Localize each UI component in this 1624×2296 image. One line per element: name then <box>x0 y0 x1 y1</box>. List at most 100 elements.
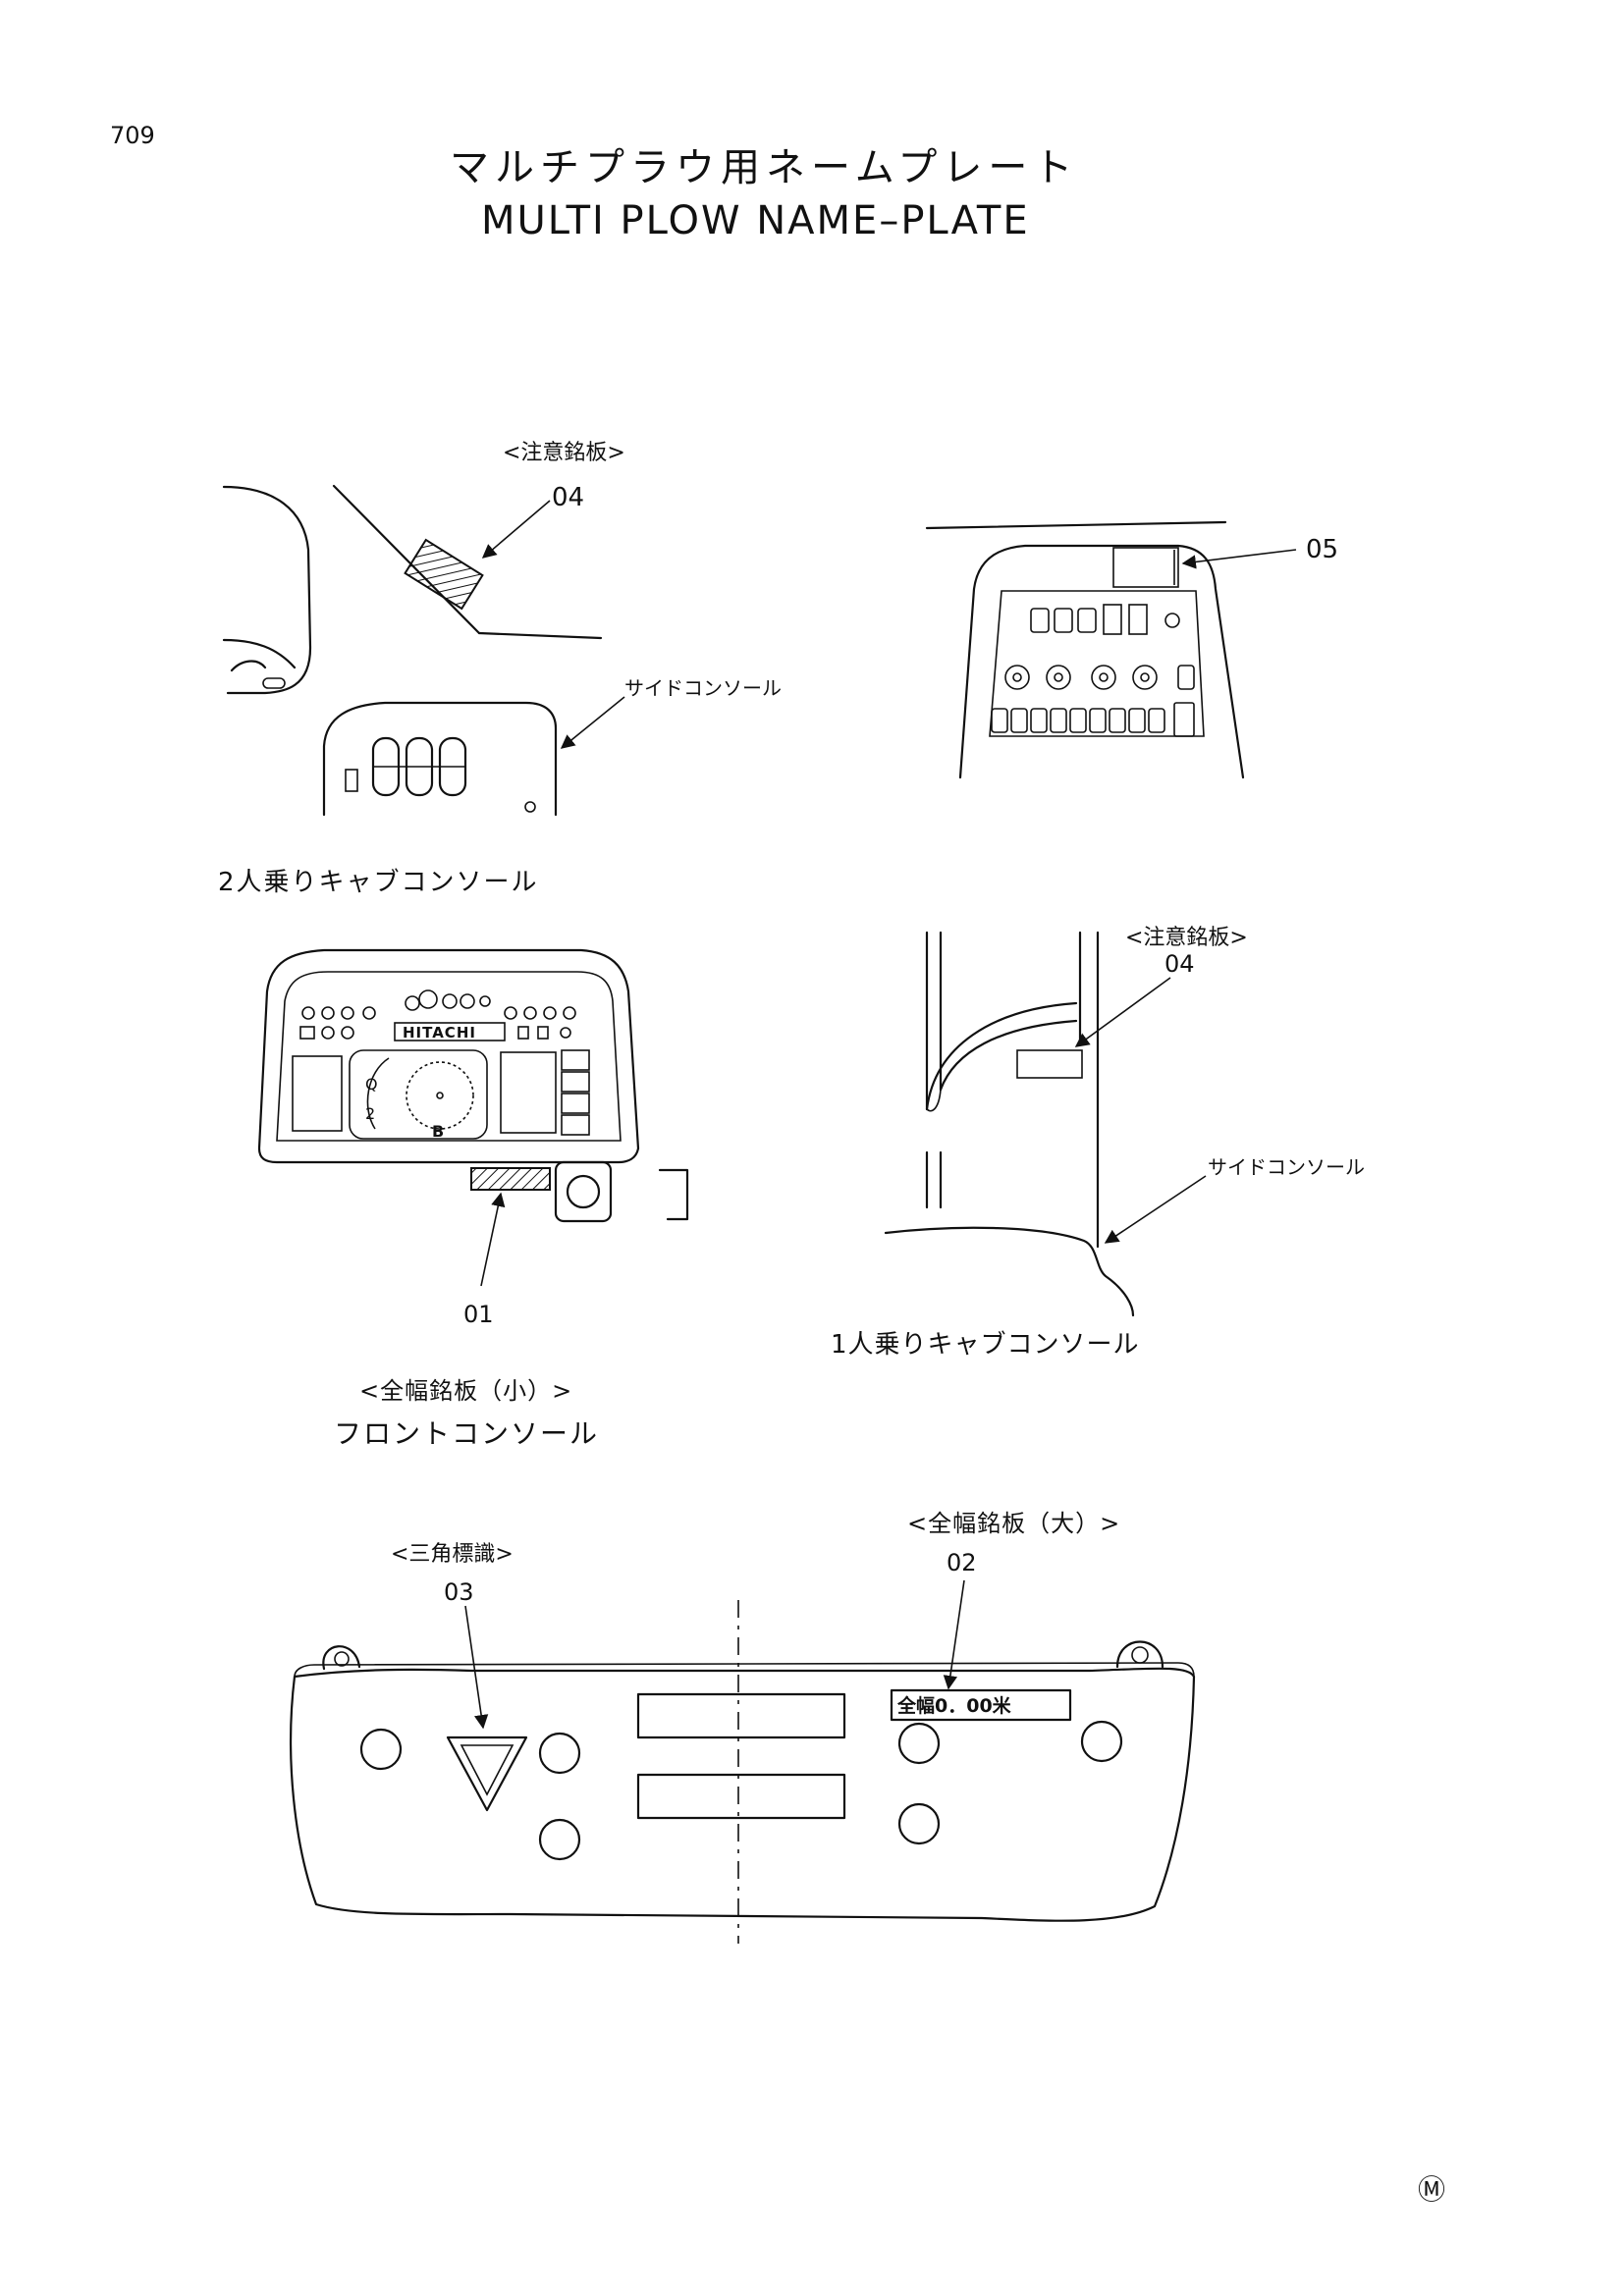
leader-04-single <box>1074 977 1171 1047</box>
knob-4 <box>1132 665 1158 690</box>
console-button-box <box>554 1160 613 1223</box>
lamp-3 <box>538 1818 581 1861</box>
console-small-switch <box>345 769 358 792</box>
gauge-housing <box>349 1049 488 1140</box>
armrest-curve-inner <box>939 1019 1078 1092</box>
switch-r1-1 <box>1030 608 1050 633</box>
caution-plate-label-single: <注意銘板> <box>1125 926 1248 950</box>
side-console-05-view: 05 <box>925 520 1338 779</box>
cab-frame-line <box>925 520 1227 530</box>
slot-lower <box>636 1773 846 1820</box>
switch-r2-10 <box>1173 702 1195 737</box>
callout-05: 05 <box>1306 535 1338 564</box>
knob-4-center <box>1140 672 1150 682</box>
front-console-inner <box>276 971 622 1142</box>
lifting-eye-left-hole <box>334 1651 350 1667</box>
width-plate-small-01 <box>470 1167 551 1191</box>
front-console-view: HITACHI Q 2 B 01 <全幅銘板（小）> フロントコンソール <box>257 948 689 1450</box>
title-english: MULTI PLOW NAME–PLATE <box>481 198 1030 243</box>
side-console-outline-single <box>884 1226 1135 1317</box>
console-bracket <box>658 1168 689 1221</box>
knob-1 <box>1004 665 1030 690</box>
switch-r2-4 <box>1050 708 1067 733</box>
tachometer-dial <box>406 1061 474 1130</box>
panel-frame-05 <box>989 590 1205 737</box>
right-display <box>500 1051 557 1134</box>
switch-r2-3 <box>1030 708 1048 733</box>
side-console-label-single: サイドコンソール <box>1208 1155 1365 1179</box>
switch-r1-4 <box>1103 604 1122 635</box>
switch-r1-6 <box>1164 613 1180 628</box>
right-switch-1 <box>561 1049 590 1071</box>
twin-cab-caption: 2人乗りキャブコンソール <box>218 868 539 897</box>
maker-mark: Ⓜ <box>1418 2173 1445 2206</box>
lamp-4 <box>897 1722 941 1765</box>
cab-seat-outline <box>222 485 312 695</box>
console-slope-line <box>332 484 481 635</box>
front-console-outer <box>257 948 640 1164</box>
switch-r2-6 <box>1089 708 1107 733</box>
right-switch-3 <box>561 1093 590 1114</box>
armrest-inner-return <box>926 1089 942 1112</box>
console-screw <box>524 801 536 813</box>
console-top-edge <box>477 631 603 640</box>
callout-03: 03 <box>444 1578 474 1606</box>
brand-text: HITACHI <box>403 1024 476 1041</box>
single-cab-console-view: <注意銘板> 04 サイドコンソール 1人乗りキャブコンソール <box>831 926 1365 1360</box>
cab-seat-lower <box>222 638 297 672</box>
leader-01 <box>480 1192 506 1287</box>
lamp-1 <box>359 1728 403 1771</box>
right-switch-2 <box>561 1071 590 1093</box>
callout-02: 02 <box>947 1549 977 1576</box>
switch-r2-8 <box>1128 708 1146 733</box>
triangle-sign-03 <box>446 1735 528 1812</box>
triangle-sign-03-inner <box>460 1744 514 1796</box>
width-plate-small-label: <全幅銘板（小）> <box>359 1377 572 1405</box>
gauge-left-arc <box>366 1057 390 1130</box>
knob-1-center <box>1012 672 1022 682</box>
lamp-2 <box>538 1732 581 1775</box>
leader-05 <box>1181 549 1297 569</box>
lifting-eye-right <box>1115 1640 1164 1669</box>
plate-05 <box>1112 547 1179 588</box>
callout-04-single: 04 <box>1164 950 1195 978</box>
indicator-row-top <box>301 989 576 1020</box>
gauge-mark-b: B <box>432 1122 444 1141</box>
console-button <box>566 1174 601 1209</box>
caution-plate-04-twin <box>404 538 484 611</box>
armrest-curve-outer <box>925 1001 1078 1111</box>
front-console-label: フロントコンソール <box>334 1417 599 1450</box>
side-console-outline-05 <box>958 544 1245 779</box>
knob-switch <box>1177 665 1195 690</box>
switch-r1-2 <box>1054 608 1073 633</box>
leader-02 <box>943 1579 965 1690</box>
left-display <box>292 1055 343 1132</box>
knob-2 <box>1046 665 1071 690</box>
plow-body-outline <box>290 1667 1196 1922</box>
switch-r2-7 <box>1109 708 1126 733</box>
tachometer-center <box>436 1092 444 1099</box>
leader-side-console-twin <box>560 696 625 749</box>
switch-r2-1 <box>991 708 1008 733</box>
right-switch-4 <box>561 1114 590 1136</box>
lifting-eye-right-hole <box>1131 1646 1149 1664</box>
gauge-digit-2: 2 <box>365 1104 375 1123</box>
leader-03 <box>464 1605 489 1730</box>
page-number: 709 <box>110 122 155 149</box>
lifting-eye-left <box>322 1645 361 1671</box>
knob-3 <box>1091 665 1116 690</box>
width-plate-large-label: <全幅銘板（大）> <box>907 1510 1120 1537</box>
single-cab-caption: 1人乗りキャブコンソール <box>831 1330 1140 1360</box>
brand-plate <box>394 1022 506 1041</box>
callout-04-twin: 04 <box>552 483 584 512</box>
plow-top-rim <box>294 1662 1195 1678</box>
switch-r1-5 <box>1128 604 1148 635</box>
switch-r2-9 <box>1148 708 1165 733</box>
switch-r1-3 <box>1077 608 1097 633</box>
leader-04-twin <box>481 500 551 559</box>
title-japanese: マルチプラウ用ネームプレート <box>450 145 1078 190</box>
twin-cab-console-view: <注意銘板> 04 サイドコンソール 2人乗りキャブコンソール <box>218 441 782 897</box>
slot-upper <box>636 1692 846 1739</box>
switch-r2-5 <box>1069 708 1087 733</box>
